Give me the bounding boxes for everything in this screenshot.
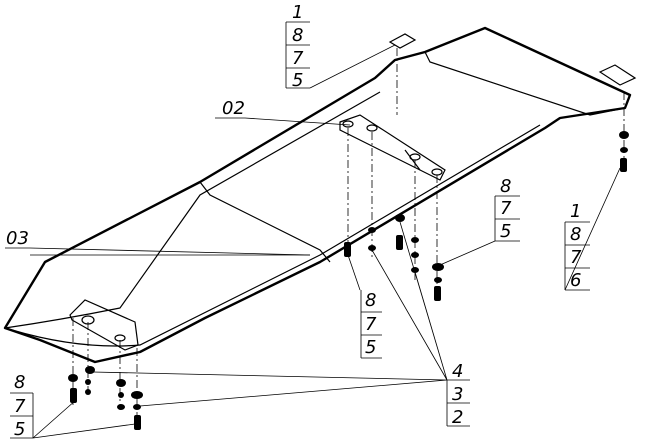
skid-plate [3,26,632,364]
callout-text: 7 [365,314,377,335]
top-tab [388,33,417,49]
callout-text: 8 [292,25,303,46]
callout-bottom-right: 4 3 2 [446,361,470,428]
callout-text: 8 [14,372,25,393]
callout-text: 7 [292,48,304,69]
fasteners [68,48,629,430]
callout-03: 03 [6,228,29,249]
callout-text: 8 [570,224,581,245]
callout-text: 5 [292,70,303,91]
callout-text: 5 [14,419,25,440]
bracket-02 [339,114,446,181]
bracket-03 [69,299,139,351]
callout-text: 7 [500,198,512,219]
callout-text: 4 [452,361,463,382]
callout-text: 5 [500,221,511,242]
callout-text: 6 [570,270,581,291]
callout-top: 1 8 7 5 [285,2,310,91]
leader-lines [5,44,621,439]
callout-text: 7 [570,247,582,268]
callout-text: 7 [14,396,26,417]
callout-text: 2 [452,407,463,428]
callout-right: 8 7 5 [494,176,520,242]
callout-bottom-left: 8 7 5 [10,372,34,440]
callout-middle: 8 7 5 [360,290,382,359]
callout-text: 3 [452,384,463,405]
callout-text: 5 [365,337,376,358]
callout-text: 1 [570,201,581,222]
callout-02: 02 [222,98,245,119]
callout-text: 8 [365,290,376,311]
callout-text: 1 [292,2,303,23]
callout-text: 8 [500,176,511,197]
right-tab [598,64,637,86]
callout-far-right: 1 8 7 6 [564,201,590,291]
